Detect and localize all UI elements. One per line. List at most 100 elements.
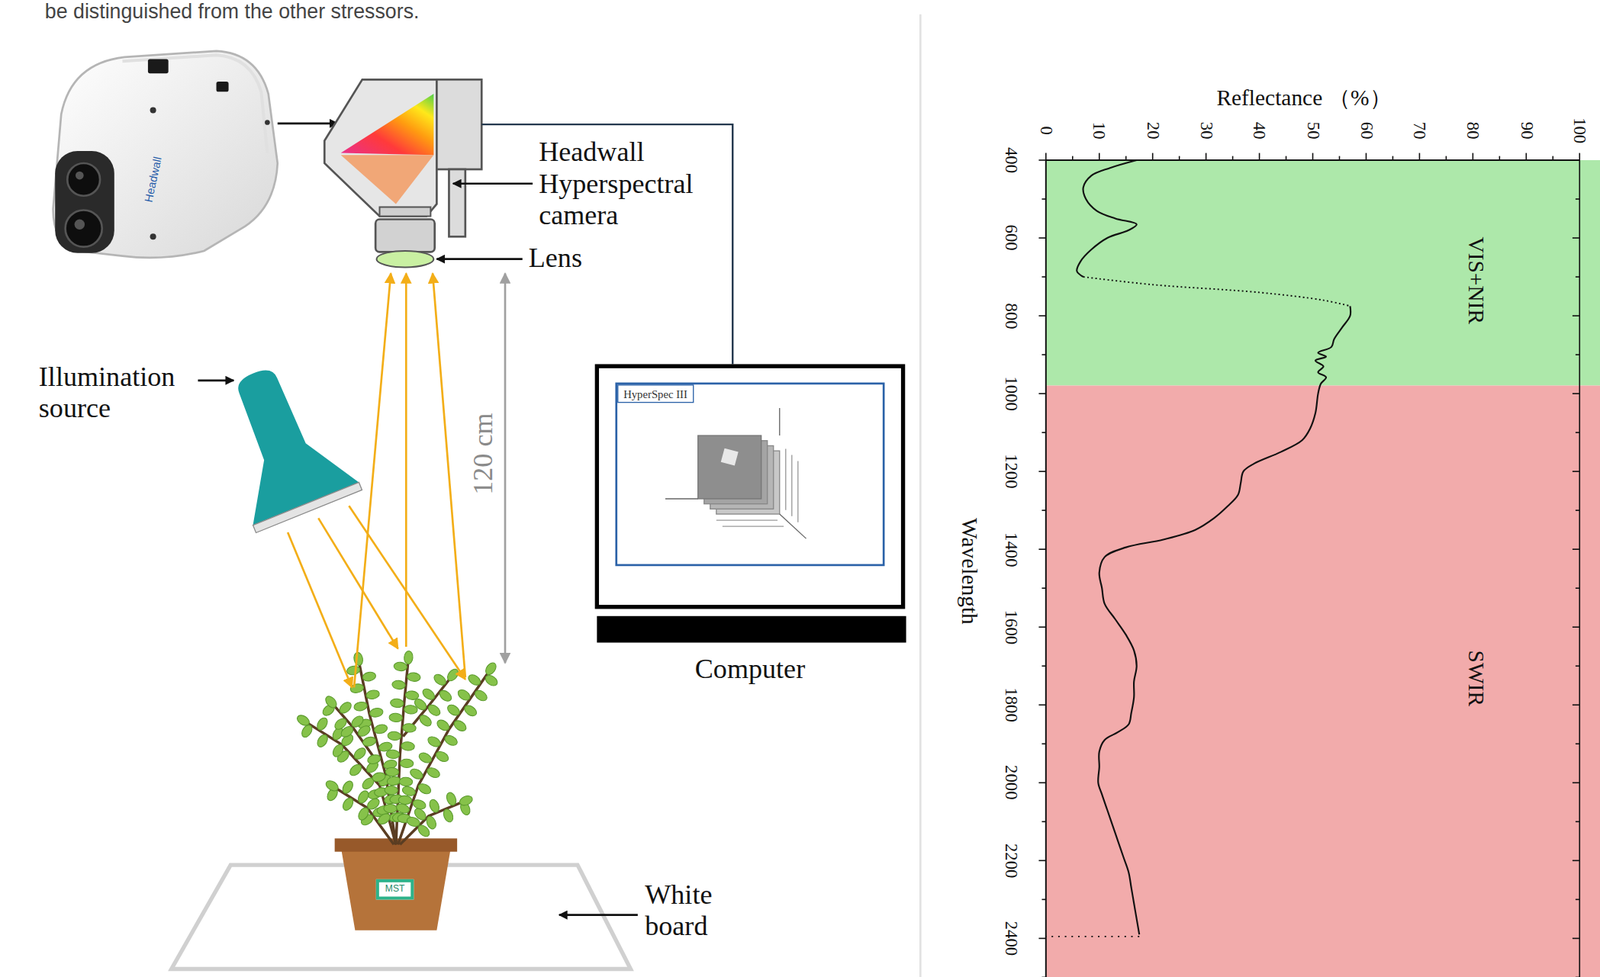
leaf [361, 671, 377, 683]
leaf [331, 743, 346, 760]
leaf [417, 713, 434, 729]
camera-photo [216, 81, 229, 92]
leaf [434, 717, 451, 733]
chart-mark [1041, 899, 1046, 902]
tick-label: 10 [1089, 122, 1110, 140]
chart-mark [1098, 153, 1101, 161]
tick-label: 70 [1409, 122, 1430, 140]
leaf [401, 785, 417, 798]
node-text: Headwall Hyperspectral camera [538, 136, 723, 232]
chart-mark [1551, 156, 1554, 161]
pointer-arrow [277, 122, 339, 125]
hypercube-image [791, 454, 792, 516]
logo-text: Headwall [141, 155, 165, 204]
leader-arrow [559, 914, 638, 917]
leaf [437, 688, 454, 705]
leaf [452, 718, 469, 734]
tick-label: 40 [1249, 122, 1269, 140]
computer-monitor: ComputerHyperSpec III [595, 363, 906, 609]
chart-mark [1097, 305, 1351, 935]
leaf [349, 714, 366, 730]
chart-mark [1038, 315, 1046, 317]
chart-mark [1445, 156, 1448, 161]
leaf [373, 723, 389, 735]
leaf [389, 713, 403, 724]
leaf [399, 777, 413, 787]
leaf [389, 698, 404, 709]
chart-mark [1045, 153, 1047, 161]
camera-photo [75, 171, 84, 181]
chart-mark [1572, 626, 1580, 628]
leaf [406, 672, 421, 683]
spectral-band: SWIR [1046, 386, 1600, 977]
tick-label: 80 [1462, 122, 1483, 140]
reflectance-chart [1038, 153, 1580, 977]
leaf [365, 689, 380, 701]
plant-stem [334, 787, 395, 845]
camera-schematic [379, 206, 432, 216]
tick-label: 800 [1001, 302, 1021, 329]
chart-mark [1392, 156, 1394, 161]
chart-mark [1572, 548, 1580, 551]
spectral-band: VIS+NIR [1046, 160, 1600, 387]
leaf [347, 762, 364, 779]
leaf [369, 707, 384, 718]
cable-line [481, 124, 733, 364]
chart-mark [1572, 470, 1580, 473]
chart-mark [1312, 153, 1314, 161]
tick-label: 2400 [1001, 921, 1021, 957]
leaf [405, 690, 419, 701]
tick-label: 1400 [1001, 531, 1021, 567]
tick-label: 0 [1036, 125, 1056, 135]
leaf [332, 716, 349, 732]
chart-mark [1572, 315, 1580, 317]
leaf [456, 688, 473, 703]
leaf [385, 767, 400, 777]
hypercube-image [779, 408, 780, 436]
camera-schematic [341, 93, 435, 155]
chart-mark [1072, 156, 1074, 161]
hypercube-image [721, 448, 739, 467]
camera-photo [150, 233, 157, 240]
chart-mark [1575, 743, 1580, 745]
chart-mark [1572, 782, 1580, 784]
tick-label: 20 [1142, 122, 1163, 140]
chart-mark [1419, 153, 1421, 161]
chart-mark [1572, 392, 1580, 395]
leaf [351, 746, 368, 762]
camera-photo [74, 219, 85, 230]
hypercube-image [785, 448, 786, 510]
leaf [444, 791, 458, 807]
chart-mark [1041, 276, 1046, 278]
leaf [412, 697, 429, 713]
camera-schematic [436, 79, 482, 170]
chart-mark [1258, 153, 1261, 161]
chart-mark [1575, 276, 1580, 278]
tick-label: 30 [1196, 122, 1217, 140]
chart-mark [1038, 392, 1046, 395]
software-screen: HyperSpec III [614, 383, 885, 567]
camera-photo [54, 151, 115, 254]
chart-mark [1205, 153, 1208, 161]
leaf [352, 651, 364, 667]
leaf [315, 716, 330, 733]
plant-stem [398, 673, 489, 846]
chart-mark [1232, 156, 1234, 161]
tick-label: 600 [1001, 225, 1021, 252]
leaf [441, 808, 455, 824]
chart-mark [1041, 354, 1046, 356]
leaf [340, 779, 355, 796]
chart-mark [1575, 198, 1580, 200]
leaf [366, 753, 382, 766]
camera-schematic [324, 79, 437, 216]
leaf [324, 779, 341, 794]
leaf [315, 733, 330, 750]
leaf [416, 782, 433, 796]
tick-label: 2200 [1001, 843, 1021, 879]
tick-label: 100 [1569, 117, 1590, 144]
light-ray [432, 273, 466, 678]
camera-photo [122, 54, 268, 153]
chart-mark [1525, 153, 1528, 161]
